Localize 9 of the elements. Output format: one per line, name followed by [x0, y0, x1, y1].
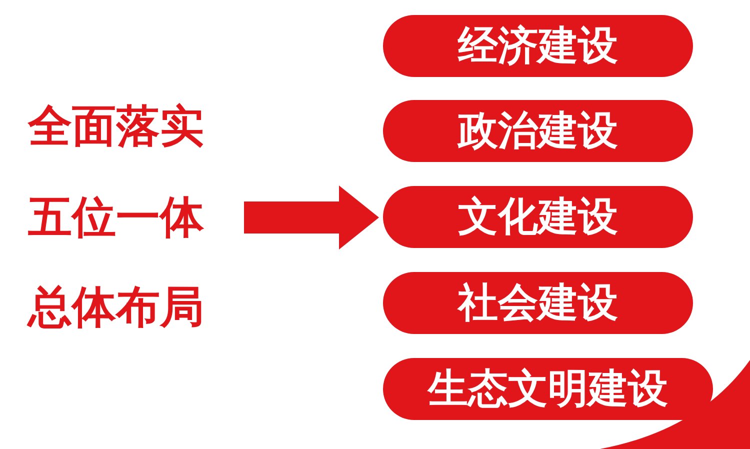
block-arrow: [244, 186, 379, 250]
pill-label: 文化建设: [383, 186, 693, 248]
pill-label: 生态文明建设: [383, 358, 713, 420]
pill-label: 经济建设: [383, 15, 693, 77]
pill-label: 社会建设: [383, 272, 693, 334]
heading-text: 总体布局: [28, 286, 205, 330]
heading-text: 五位一体: [28, 196, 205, 240]
heading-text: 全面落实: [28, 105, 205, 149]
pill-label: 政治建设: [383, 100, 693, 162]
